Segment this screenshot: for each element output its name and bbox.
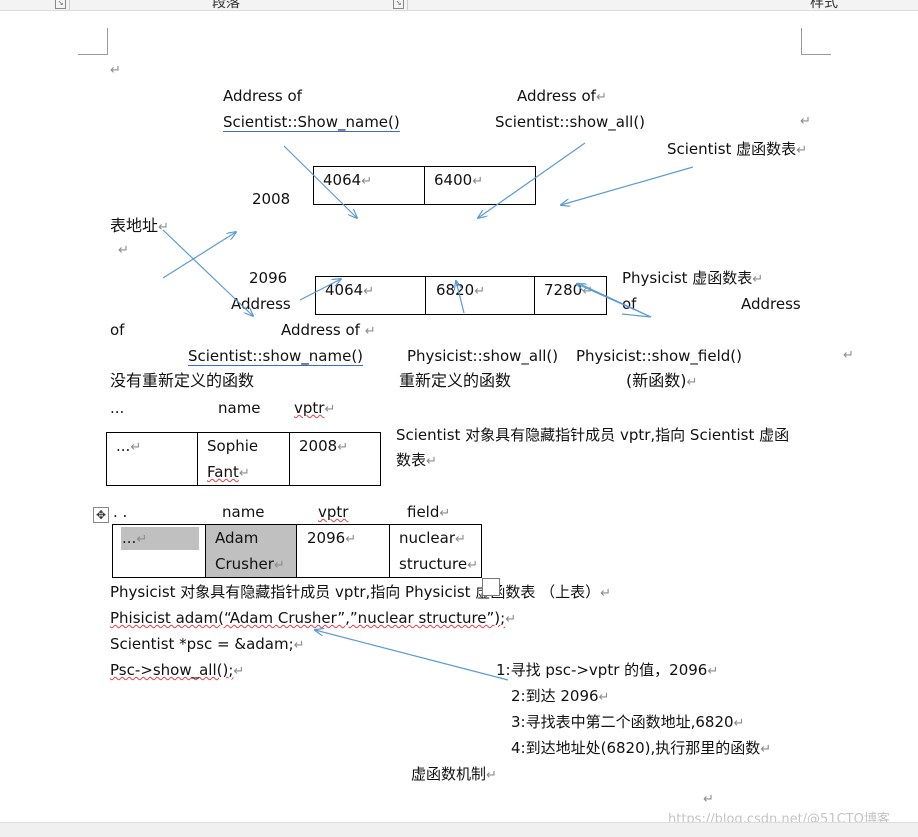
scientist-obj-cell: ...↵	[106, 432, 198, 486]
ribbon-separator	[407, 0, 408, 10]
code-line: Scientist *psc = &adam;↵	[110, 635, 305, 653]
vtable-physicist-cell: 7280↵	[534, 276, 607, 315]
table-move-handle-icon[interactable]: ✥	[93, 507, 109, 523]
label-scientist-vtable: Scientist 虚函数表↵	[667, 140, 808, 158]
paragraph-mark: ↵	[800, 114, 811, 129]
arrow-line	[315, 630, 509, 681]
code-line: Phisicist adam(“Adam Crusher”,”nuclear s…	[110, 609, 517, 627]
scientist-obj-cell: Sophie Fant↵	[197, 432, 290, 486]
scientist-obj-description: 数表↵	[396, 451, 437, 469]
arrow-line	[621, 313, 652, 318]
obj-header-vptr: vptr	[318, 503, 349, 521]
code-line: Psc->show_all();↵	[110, 661, 245, 679]
cell-text: nuclear↵	[399, 529, 466, 547]
vtable-value: 6400↵	[434, 171, 484, 189]
label-2008: 2008	[252, 190, 291, 208]
arrow-line	[478, 142, 586, 218]
obj-header-ellipsis: . .	[113, 503, 128, 521]
figure-caption: 虚函数机制↵	[411, 765, 497, 783]
label-physicist-show-all: Physicist::show_all()	[407, 347, 559, 365]
paragraph-mark: ↵	[118, 243, 129, 258]
label-address: Address	[741, 295, 801, 313]
cell-text: 2008↵	[299, 437, 349, 455]
physicist-obj-cell: Adam Crusher↵	[205, 524, 297, 578]
dialog-launcher-icon[interactable]: ↘	[55, 0, 66, 9]
arrow-line	[299, 279, 341, 301]
step-item: 4:到达地址处(6820),执行那里的函数↵	[511, 739, 772, 757]
cell-text: Crusher↵	[215, 555, 285, 573]
ribbon-group-paragraph[interactable]: 段落	[212, 0, 240, 11]
paragraph-mark: ↵	[843, 348, 854, 363]
label-not-redefined: 没有重新定义的函数	[110, 371, 255, 390]
scientist-obj-cell: 2008↵	[289, 432, 381, 486]
selection-box	[482, 578, 500, 596]
arrow-line	[283, 145, 357, 218]
label-table-address: 表地址↵	[110, 216, 169, 236]
label-address-of: Address of	[223, 87, 302, 105]
label-address-of: Address of↵	[517, 87, 607, 105]
physicist-obj-cell: ...↵	[112, 524, 206, 578]
ribbon-group-styles[interactable]: 样式	[810, 0, 838, 11]
arrow-line	[456, 281, 465, 314]
paragraph-launcher-icon[interactable]: ↘	[393, 0, 404, 9]
vtable-value: 7280↵	[544, 281, 594, 299]
physicist-obj-cell: 2096↵	[296, 524, 390, 578]
crop-mark-top-left	[78, 28, 108, 55]
obj-header-name: name	[222, 503, 265, 521]
cell-text: 2096↵	[307, 529, 357, 547]
paragraph-mark: ↵	[110, 63, 121, 78]
ribbon-bar: ↘ 段落 ↘ 样式	[0, 0, 918, 11]
label-of: of	[110, 321, 125, 339]
label-new-function: (新函数)↵	[626, 371, 698, 391]
arrow-line	[162, 229, 253, 316]
label-physicist-show-field: Physicist::show_field()	[576, 347, 742, 365]
label-address-of: Address of ↵	[281, 321, 376, 339]
vtable-scientist-cell: 6400↵	[424, 166, 536, 205]
scientist-obj-description: Scientist 对象具有隐藏指针成员 vptr,指向 Scientist 虚…	[396, 426, 790, 444]
physicist-obj-cell: nuclear↵ structure↵	[389, 524, 482, 578]
cell-text: Sophie	[207, 437, 259, 455]
status-strip	[0, 822, 918, 837]
obj-header-vptr: vptr↵	[294, 399, 336, 417]
label-scientist-show-all: Scientist::show_all()	[495, 113, 646, 131]
cell-shading	[121, 527, 199, 550]
cell-text: Fant↵	[207, 463, 250, 481]
label-scientist-show-name: Scientist::show_name()	[188, 347, 364, 366]
label-scientist-show-name: Scientist::Show_name()	[223, 113, 400, 132]
ribbon-separator	[69, 0, 70, 10]
physicist-obj-note: Physicist 对象具有隐藏指针成员 vptr,指向 Physicist 虚…	[110, 583, 612, 601]
vtable-scientist-cell: 4064↵	[313, 166, 425, 205]
cell-text: structure↵	[399, 555, 478, 573]
obj-header-name: name	[218, 399, 261, 417]
cell-text: ...↵	[116, 437, 142, 455]
cell-text: ...↵	[122, 529, 148, 547]
obj-header-field: field↵	[407, 503, 451, 521]
step-item: 1:寻找 psc->vptr 的值，2096↵	[496, 661, 719, 679]
step-item: 3:寻找表中第二个函数地址,6820↵	[511, 713, 745, 731]
label-physicist-vtable: Physicist 虚函数表↵	[622, 269, 764, 287]
crop-mark-top-right	[801, 28, 831, 55]
step-item: 2:到达 2096↵	[511, 687, 610, 705]
arrow-line	[577, 284, 652, 318]
label-2096: 2096	[249, 269, 288, 287]
cell-text: Adam	[215, 529, 259, 547]
arrow-line	[162, 232, 236, 279]
arrow-line	[561, 166, 694, 205]
paragraph-mark: ↵	[703, 792, 714, 807]
label-redefined: 重新定义的函数	[399, 371, 512, 390]
vtable-value: 4064↵	[323, 171, 373, 189]
obj-header-ellipsis: ...	[110, 399, 125, 417]
